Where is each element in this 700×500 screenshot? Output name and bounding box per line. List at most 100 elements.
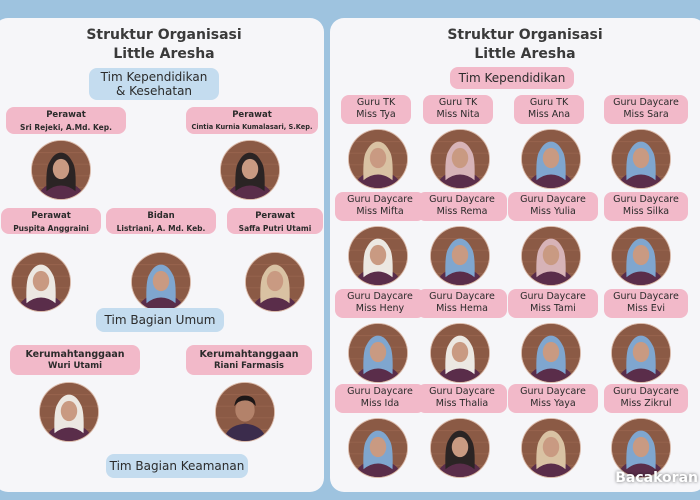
hijab-cream-icon <box>349 130 407 188</box>
staff-label: Perawat Saffa Putri Utami <box>227 208 323 234</box>
right-org-panel: Struktur Organisasi Little Aresha Tim Ke… <box>330 18 700 492</box>
teacher-name: Miss Nita <box>436 109 480 120</box>
hijab-white-icon <box>349 227 407 285</box>
hijab-blue-icon <box>612 419 670 477</box>
teacher-name: Miss Zikrul <box>620 398 672 409</box>
teacher-role: Guru Daycare <box>613 97 679 108</box>
hijab-pink-icon <box>431 130 489 188</box>
hijab-pink-icon <box>522 227 580 285</box>
hijab-blue-icon <box>612 324 670 382</box>
general-role: Kerumahtanggaan <box>199 349 299 360</box>
hijab-blue-icon <box>349 324 407 382</box>
staff-role: Perawat <box>31 211 71 221</box>
teacher-role: Guru TK <box>438 97 478 108</box>
man-portrait-icon <box>216 383 274 441</box>
staff-role: Perawat <box>232 110 272 120</box>
staff-role: Perawat <box>255 211 295 221</box>
staff-role: Bidan <box>147 211 175 221</box>
teacher-role: Guru Daycare <box>520 194 586 205</box>
general-role: Kerumahtanggaan <box>25 349 125 360</box>
hijab-cream-icon <box>246 253 304 311</box>
section-teachers-label: Tim Kependidikan <box>450 67 574 89</box>
hijab-white-icon <box>431 324 489 382</box>
teacher-role: Guru Daycare <box>429 194 495 205</box>
staff-label: Perawat Sri Rejeki, A.Md. Kep. <box>6 107 126 134</box>
staff-name: Saffa Putri Utami <box>238 224 312 233</box>
teacher-name: Miss Tami <box>530 303 576 314</box>
hijab-white-icon <box>40 383 98 441</box>
teacher-name: Miss Thalia <box>435 398 489 409</box>
staff-name: Cintia Kurnia Kumalasari, S.Kep. <box>191 123 313 131</box>
staff-name: Puspita Anggraini <box>13 224 89 233</box>
hijab-blue-icon <box>612 227 670 285</box>
general-staff-label: Kerumahtanggaan Wuri Utami <box>10 345 140 375</box>
teacher-role: Guru Daycare <box>520 291 586 302</box>
general-staff-label: Kerumahtanggaan Riani Farmasis <box>186 345 312 375</box>
watermark-logo: Bacakoran <box>615 470 698 486</box>
section-health-line2: & Kesehatan <box>115 84 193 98</box>
teacher-name: Miss Ida <box>360 398 400 409</box>
teacher-name: Miss Ana <box>527 109 571 120</box>
general-name: Riani Farmasis <box>214 361 284 371</box>
teacher-name: Miss Hema <box>436 303 488 314</box>
teacher-role: Guru Daycare <box>613 386 679 397</box>
section-health-label: Tim Kependidikan & Kesehatan <box>89 68 219 100</box>
right-title-line1: Struktur Organisasi <box>447 27 603 43</box>
teacher-name: Miss Yaya <box>530 398 576 409</box>
teacher-role: Guru Daycare <box>520 386 586 397</box>
section-health-line1: Tim Kependidikan <box>100 70 208 84</box>
hijab-blue-icon <box>522 324 580 382</box>
staff-name: Listriani, A. Md. Keb. <box>116 224 206 233</box>
hijab-blue-icon <box>522 130 580 188</box>
teacher-name: Miss Mifta <box>356 206 404 217</box>
teacher-role: Guru Daycare <box>613 194 679 205</box>
teacher-name: Miss Heny <box>355 303 405 314</box>
staff-role: Perawat <box>46 110 86 120</box>
right-title-line2: Little Aresha <box>474 46 576 62</box>
section-general-label: Tim Bagian Umum <box>96 308 224 332</box>
hijab-blue-icon <box>612 130 670 188</box>
hijab-blue-icon <box>349 419 407 477</box>
teacher-role: Guru TK <box>356 97 396 108</box>
teacher-name: Miss Sara <box>623 109 669 120</box>
staff-label: Perawat Puspita Anggraini <box>1 208 101 234</box>
left-title-line2: Little Aresha <box>113 46 215 62</box>
staff-label: Perawat Cintia Kurnia Kumalasari, S.Kep. <box>186 107 318 134</box>
teacher-name: Miss Silka <box>622 206 670 217</box>
teacher-role: Guru Daycare <box>429 291 495 302</box>
left-title-line1: Struktur Organisasi <box>86 27 242 43</box>
teacher-role: Guru Daycare <box>347 386 413 397</box>
teacher-name: Miss Rema <box>436 206 488 217</box>
teacher-name: Miss Yulia <box>530 206 576 217</box>
hijab-black-icon <box>431 419 489 477</box>
staff-name: Sri Rejeki, A.Md. Kep. <box>20 123 112 132</box>
teacher-name: Miss Evi <box>626 303 666 314</box>
general-name: Wuri Utami <box>48 361 102 371</box>
hijab-white-icon <box>12 253 70 311</box>
hijab-blue-icon <box>431 227 489 285</box>
teacher-role: Guru Daycare <box>347 194 413 205</box>
hijab-black-icon <box>32 141 90 199</box>
right-title: Struktur Organisasi Little Aresha <box>410 26 640 64</box>
staff-label: Bidan Listriani, A. Md. Keb. <box>106 208 216 234</box>
teacher-name: Miss Tya <box>356 109 396 120</box>
teacher-role: Guru TK <box>529 97 569 108</box>
section-security-label: Tim Bagian Keamanan <box>106 454 248 478</box>
left-org-panel: Struktur Organisasi Little Aresha Tim Ke… <box>0 18 324 492</box>
